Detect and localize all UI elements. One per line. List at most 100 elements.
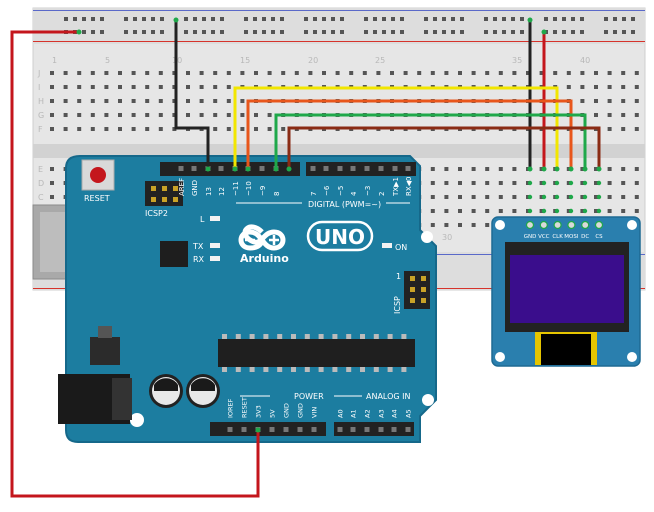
breadboard-hole (634, 195, 639, 199)
breadboard-hole (104, 113, 109, 117)
icsp2-pin (162, 186, 167, 191)
rail-hole (364, 17, 368, 21)
breadboard-hole (226, 127, 231, 131)
breadboard-hole (186, 85, 190, 89)
analog-header (334, 422, 414, 436)
chip-pin (360, 334, 365, 339)
breadboard-hole (607, 99, 612, 103)
breadboard-hole (580, 195, 585, 199)
chip-pin (277, 367, 283, 372)
rail-hole (280, 17, 284, 21)
rail-hole (253, 30, 257, 34)
analog-pin-label: A3 (378, 409, 386, 418)
icsp-pin (410, 298, 415, 303)
breadboard-hole (607, 85, 612, 89)
chip-pin (346, 334, 352, 339)
header-pin-hole (241, 427, 247, 432)
wire-end (527, 208, 533, 214)
wire-end (541, 208, 547, 214)
header-pin-hole (392, 166, 398, 171)
reset-label: RESET (84, 194, 110, 203)
breadboard-hole (104, 99, 109, 103)
row-letter-f: F (38, 125, 43, 134)
chip-pin (373, 367, 379, 372)
breadboard-hole (444, 71, 449, 75)
atmega-microcontroller (218, 339, 415, 367)
icsp-pin (421, 298, 426, 303)
digital-pin-label: 7 (310, 192, 318, 196)
digital-pin-label: ~11 (232, 181, 240, 196)
rail-hole (571, 30, 575, 34)
breadboard-hole (77, 85, 82, 89)
breadboard-hole (580, 85, 585, 89)
digital-pin-label: ~3 (364, 186, 372, 196)
column-number-5: 5 (105, 56, 110, 65)
breadboard-hole (444, 167, 449, 171)
breadboard-hole (539, 181, 544, 185)
wire-end (541, 166, 547, 172)
icsp2-pin (151, 197, 156, 202)
breadboard-hole (580, 99, 585, 103)
rail-hole (493, 30, 497, 34)
rail-hole (613, 17, 617, 21)
breadboard-hole (50, 127, 54, 131)
breadboard-hole (267, 113, 272, 117)
breadboard-hole (498, 167, 503, 171)
breadboard-hole (430, 209, 435, 213)
breadboard-hole (594, 85, 598, 89)
wire-end (582, 194, 588, 200)
wire-end (568, 194, 574, 200)
rail-hole (424, 17, 428, 21)
power-pin-label: 5V (269, 409, 277, 418)
chip-pin (346, 367, 352, 372)
breadboard-hole (621, 113, 626, 117)
rail-hole (580, 30, 584, 34)
chip-pin (401, 334, 407, 339)
rail-hole (133, 30, 137, 34)
rail-hole (271, 30, 275, 34)
breadboard-hole (471, 181, 476, 185)
oled-pin-label: MOSI (564, 234, 579, 240)
column-number-15: 15 (240, 56, 250, 65)
oled-pin (581, 220, 590, 230)
row-letter-i: I (38, 83, 40, 92)
breadboard-hole (50, 167, 54, 171)
breadboard-hole (458, 223, 462, 227)
breadboard-hole (566, 71, 571, 75)
breadboard-hole (199, 71, 204, 75)
breadboard-hole (607, 167, 612, 171)
breadboard-hole (580, 181, 585, 185)
led-on-label: ON (395, 243, 407, 252)
breadboard-hole (607, 209, 612, 213)
icsp2-pin (151, 186, 156, 191)
breadboard-hole (485, 195, 490, 199)
rail-hole (271, 17, 275, 21)
rail-hole (442, 17, 446, 21)
wire-end (596, 180, 602, 186)
breadboard-hole (63, 113, 68, 117)
breadboard-hole (158, 127, 163, 131)
reset-button[interactable] (81, 159, 115, 191)
rail-hole (622, 17, 626, 21)
breadboard-hole (621, 181, 626, 185)
rail-hole (391, 17, 395, 21)
icsp2-pin (173, 197, 178, 202)
rail-hole (511, 30, 515, 34)
rail-hole (160, 17, 164, 21)
digital-pin-label: 4 (350, 191, 358, 196)
breadboard-hole (199, 85, 204, 89)
breadboard-hole (621, 127, 626, 131)
breadboard-hole (50, 113, 54, 117)
breadboard-hole (362, 71, 367, 75)
breadboard-hole (172, 99, 177, 103)
rail-hole (511, 17, 515, 21)
breadboard-hole (90, 71, 95, 75)
breadboard-hole (267, 127, 272, 131)
icsp2-pin (173, 186, 178, 191)
rail-hole (193, 17, 197, 21)
breadboard-hole (634, 85, 639, 89)
rail-hole (193, 30, 197, 34)
breadboard-hole (158, 99, 163, 103)
breadboard-hole (458, 181, 462, 185)
breadboard-hole (580, 167, 585, 171)
